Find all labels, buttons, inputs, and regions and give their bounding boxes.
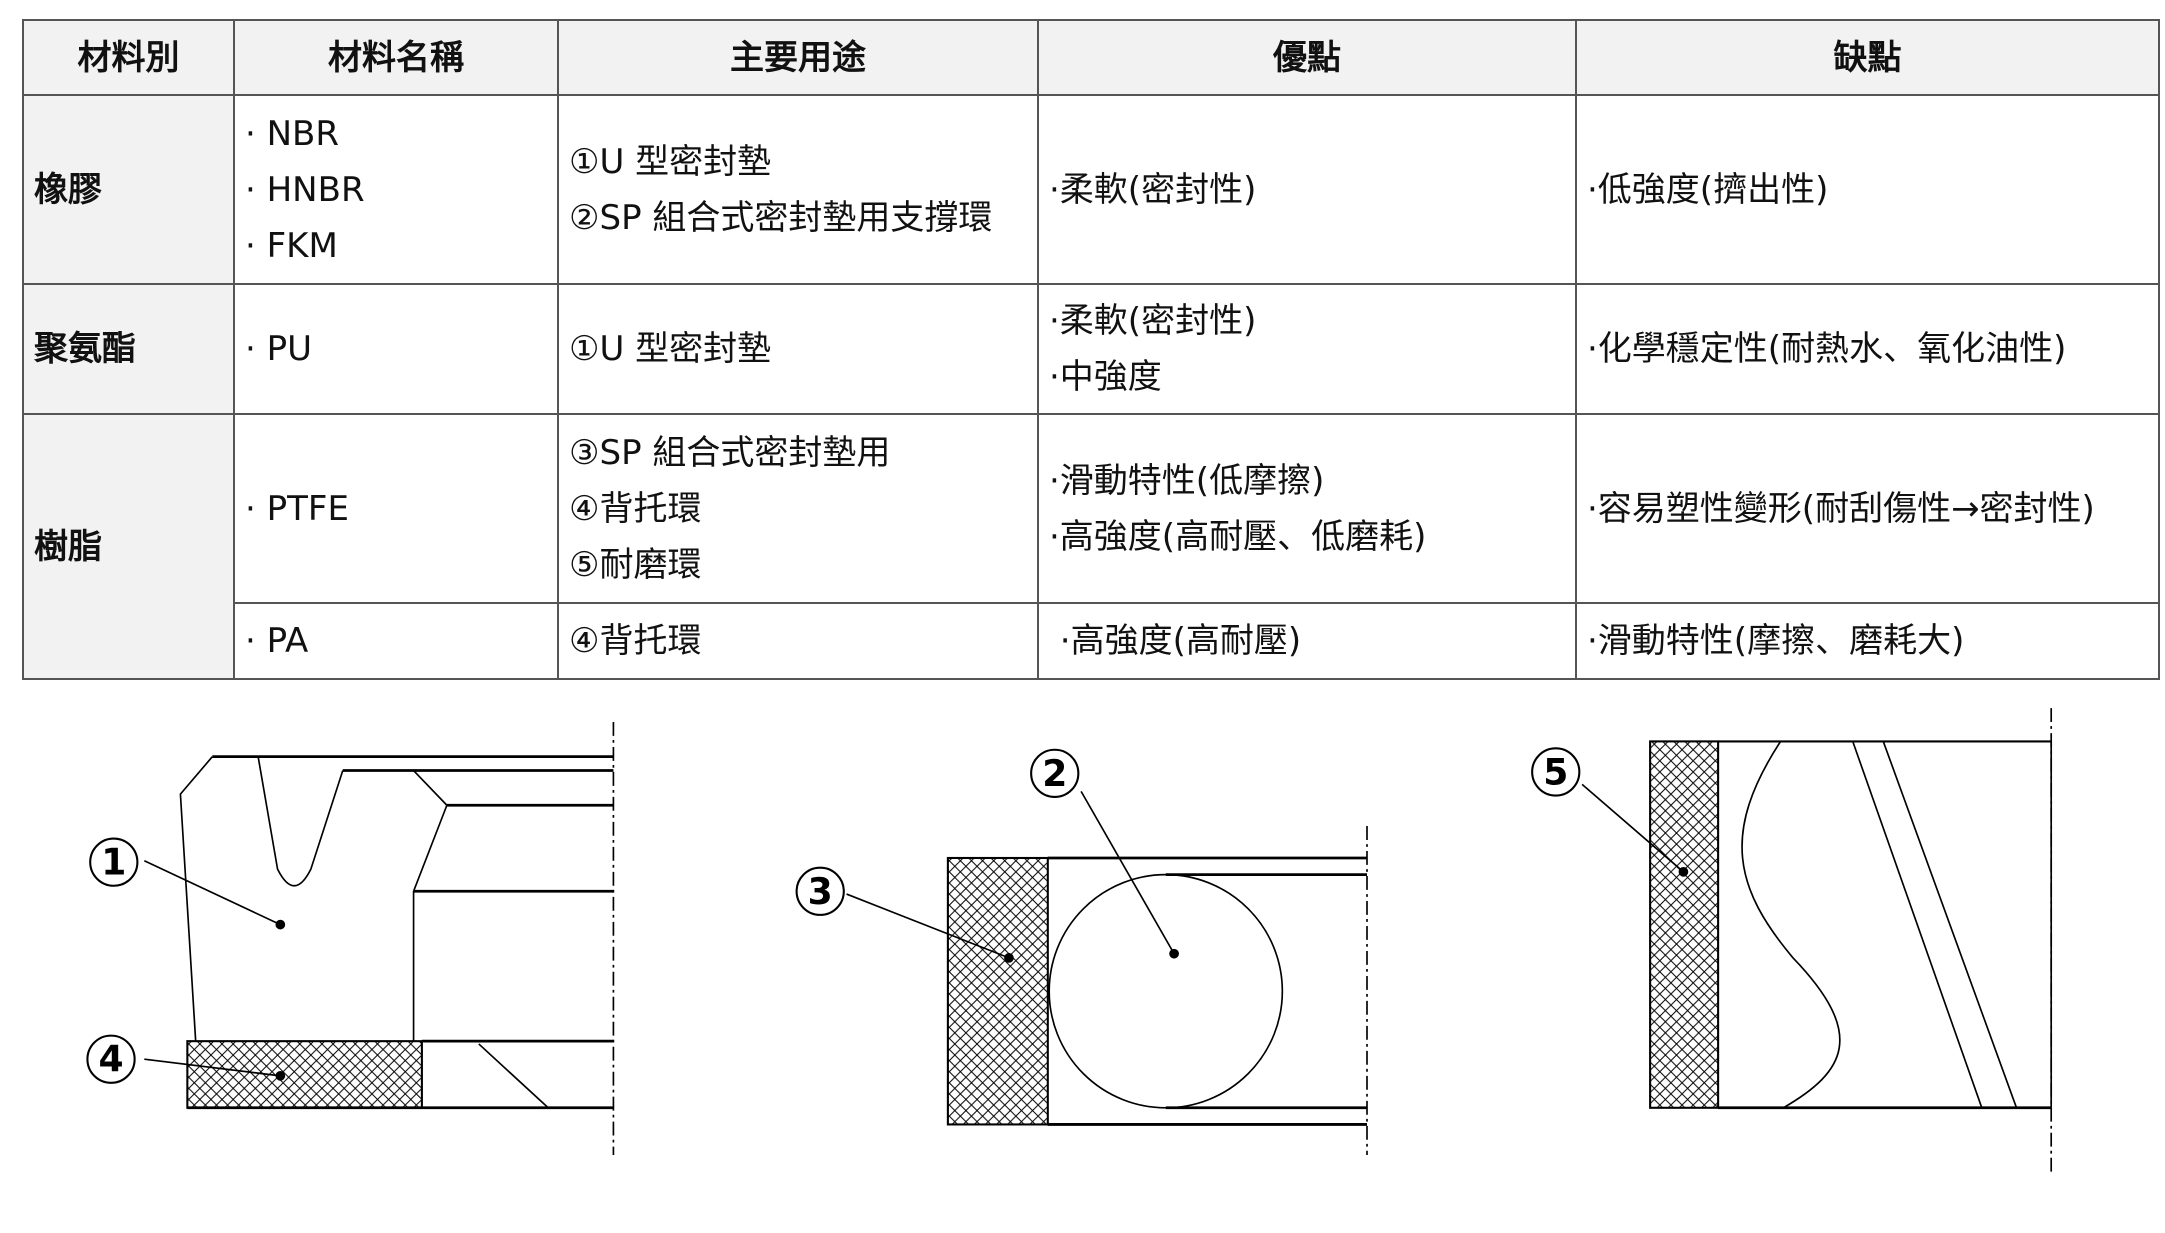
pro-item: ·柔軟(密封性) xyxy=(1049,301,1257,341)
pros-cell: ·滑動特性(低摩擦) ·高強度(高耐壓、低磨耗) xyxy=(1037,413,1577,604)
category-cell: 樹脂 xyxy=(22,413,235,680)
sp-ring-hatch xyxy=(946,856,1049,1126)
callout-2: 2 xyxy=(1042,753,1067,795)
name-cell: · PU xyxy=(233,283,559,415)
pro-item: ·滑動特性(低摩擦) xyxy=(1049,460,1325,501)
material-name: · NBR xyxy=(245,113,339,154)
table-row: 樹脂 · PTFE ③SP 組合式密封墊用 ④背托環 ⑤耐磨環 ·滑動特性(低摩… xyxy=(22,413,2160,680)
cons-cell: ·滑動特性(摩擦、磨耗大) xyxy=(1575,602,2160,680)
con-item: ·容易塑性變形(耐刮傷性→密封性) xyxy=(1587,488,2095,529)
header-disadvantages: 缺點 xyxy=(1575,19,2160,96)
use-cell: ①U 型密封墊 xyxy=(557,283,1039,415)
con-item: ·滑動特性(摩擦、磨耗大) xyxy=(1587,621,1965,661)
name-cell: · NBR · HNBR · FKM xyxy=(233,94,559,285)
category-cell: 聚氨酯 xyxy=(22,283,235,415)
cons-cell: ·容易塑性變形(耐刮傷性→密封性) xyxy=(1575,413,2160,604)
header-main-use: 主要用途 xyxy=(557,19,1039,96)
o-ring xyxy=(1048,873,1284,1109)
pro-item: ·高強度(高耐壓、低磨耗) xyxy=(1049,516,1427,557)
use-item: ④背托環 xyxy=(569,621,702,661)
material-name: · FKM xyxy=(245,225,338,266)
pros-cell: ·高強度(高耐壓) xyxy=(1037,602,1577,680)
material-name: · PU xyxy=(245,329,313,369)
callout-3: 3 xyxy=(808,871,833,913)
backup-ring-hatch xyxy=(186,1040,423,1109)
pros-cell: ·柔軟(密封性) xyxy=(1037,94,1577,285)
cons-cell: ·化學穩定性(耐熱水、氧化油性) xyxy=(1575,283,2160,415)
use-cell: ①U 型密封墊 ②SP 組合式密封墊用支撐環 xyxy=(557,94,1039,285)
header-material-type: 材料別 xyxy=(22,19,235,96)
materials-table: 材料別 材料名稱 主要用途 優點 缺點 橡膠 · NBR · HNBR · FK… xyxy=(22,19,2160,680)
use-item: ①U 型密封墊 xyxy=(569,329,772,369)
use-item: ⑤耐磨環 xyxy=(569,544,702,585)
material-name: · PTFE xyxy=(245,488,349,529)
callout-1: 1 xyxy=(101,842,126,884)
sp-seal-diagram xyxy=(846,790,1368,1155)
use-item: ①U 型密封墊 xyxy=(569,141,772,182)
use-item: ③SP 組合式密封墊用 xyxy=(569,432,891,473)
header-advantages: 優點 xyxy=(1037,19,1577,96)
callout-5: 5 xyxy=(1543,751,1568,793)
wear-ring-diagram xyxy=(1581,708,2053,1174)
category-cell: 橡膠 xyxy=(22,94,235,285)
pro-item: ·中強度 xyxy=(1049,357,1162,397)
name-cell: · PTFE xyxy=(233,413,559,604)
use-item: ④背托環 xyxy=(569,488,702,529)
wear-ring-hatch xyxy=(1649,740,1720,1109)
table-row: · PA ④背托環 ·高強度(高耐壓) ·滑動特性(摩擦、磨耗大) xyxy=(23,602,2160,680)
material-name: · HNBR xyxy=(245,169,365,210)
con-item: ·化學穩定性(耐熱水、氧化油性) xyxy=(1587,329,2067,369)
cons-cell: ·低強度(擠出性) xyxy=(1575,94,2160,285)
u-seal-diagram xyxy=(143,721,615,1155)
table-header-row: 材料別 材料名稱 主要用途 優點 缺點 xyxy=(22,19,2160,96)
header-material-name: 材料名稱 xyxy=(233,19,559,96)
con-item: ·低強度(擠出性) xyxy=(1587,169,1829,210)
name-cell: · PA xyxy=(233,602,559,680)
pros-cell: ·柔軟(密封性) ·中強度 xyxy=(1037,283,1577,415)
pro-item: ·柔軟(密封性) xyxy=(1049,169,1257,210)
use-cell: ③SP 組合式密封墊用 ④背托環 ⑤耐磨環 xyxy=(557,413,1039,604)
callout-4: 4 xyxy=(98,1039,123,1081)
use-cell: ④背托環 xyxy=(557,602,1039,680)
pro-item: ·高強度(高耐壓) xyxy=(1049,621,1302,661)
table-row: 橡膠 · NBR · HNBR · FKM ①U 型密封墊 ②SP 組合式密封墊… xyxy=(22,94,2160,285)
use-item: ②SP 組合式密封墊用支撐環 xyxy=(569,197,993,238)
table-row: 聚氨酯 · PU ①U 型密封墊 ·柔軟(密封性) ·中強度 ·化學穩定性(耐熱… xyxy=(22,283,2160,415)
material-name: · PA xyxy=(245,621,309,661)
